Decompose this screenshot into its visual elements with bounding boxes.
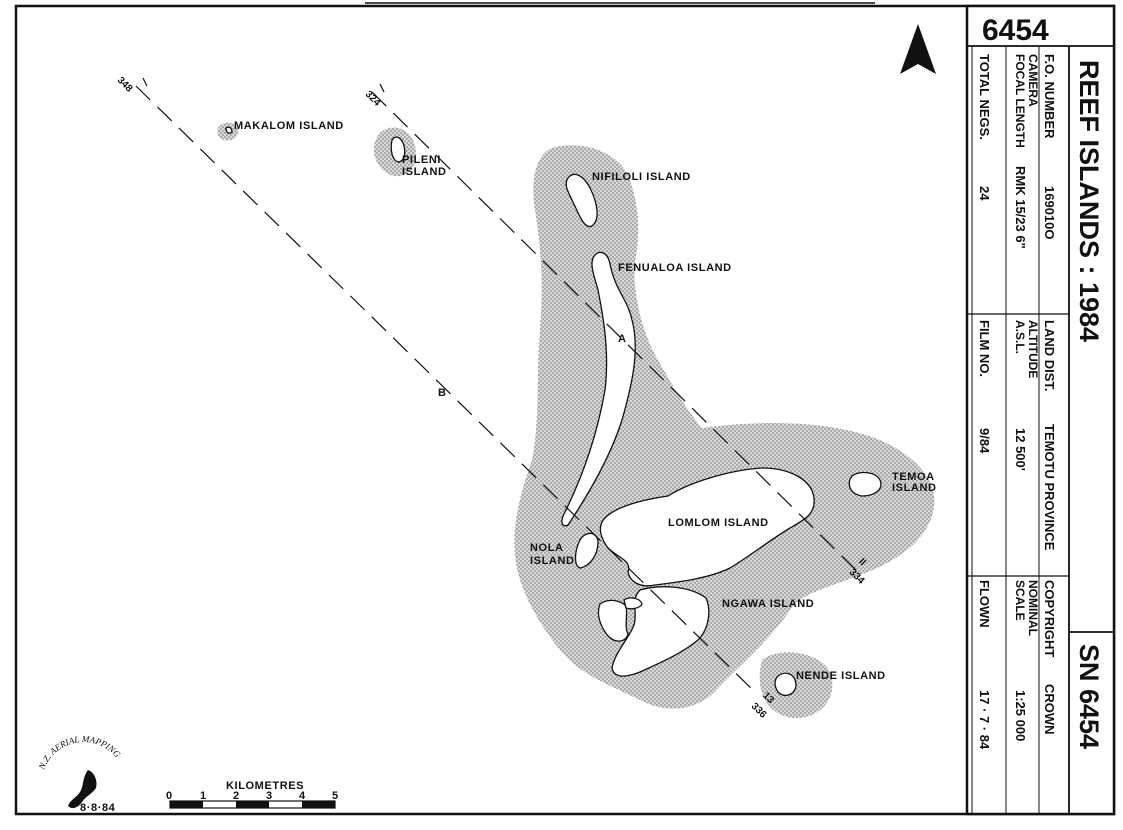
flight-line-b-start: 348 bbox=[115, 75, 135, 95]
label-makalom: MAKALOM ISLAND bbox=[234, 120, 344, 132]
nzam-stamp: N.Z. AERIAL MAPPING LTD 8·8·84 bbox=[0, 0, 124, 814]
scale-seg-5 bbox=[302, 801, 335, 808]
flight-line-b-end: 336 bbox=[749, 701, 769, 721]
label-fenualoa: FENUALOA ISLAND bbox=[618, 262, 732, 274]
scale-value: 1:25 000 bbox=[1013, 690, 1028, 741]
flight-line-a-start: 324 bbox=[363, 89, 383, 109]
stamp-date: 8·8·84 bbox=[80, 802, 116, 814]
tick-a-start bbox=[379, 83, 385, 93]
temoa-reef bbox=[840, 455, 925, 513]
scale-bar-title: KILOMETRES bbox=[226, 780, 304, 792]
flight-line-a-end-tick: II bbox=[856, 556, 868, 568]
sheet-title: REEF ISLANDS : 1984 bbox=[1074, 60, 1104, 342]
nola-shape bbox=[574, 532, 599, 569]
ngawa-islet-shape bbox=[597, 599, 629, 642]
flown-label: FLOWN bbox=[977, 580, 992, 628]
tick-b-start bbox=[142, 77, 148, 87]
camera-label: CAMERA bbox=[1026, 54, 1040, 107]
lomlom-shape bbox=[599, 467, 815, 587]
ngawa-shape bbox=[611, 586, 710, 677]
alt-label: ALTITUDE bbox=[1026, 320, 1040, 378]
focal-value: RMK 15/23 6" bbox=[1013, 166, 1028, 249]
land-value: TEMOTU PROVINCE bbox=[1042, 424, 1057, 551]
fenualoa-shape bbox=[561, 251, 636, 527]
sheet-code: SN 6454 bbox=[1074, 644, 1104, 749]
north-label: N bbox=[913, 66, 920, 77]
scale-tick-4: 4 bbox=[299, 790, 306, 802]
film-label: FILM NO. bbox=[977, 320, 992, 377]
ngawa-islet2-shape bbox=[623, 597, 643, 610]
scale-bar: KILOMETRES 0 1 2 3 4 5 bbox=[166, 780, 339, 809]
flight-line-a bbox=[371, 91, 861, 575]
info-panel: 6454 REEF ISLANDS : 1984 SN 6454 F.O. NU… bbox=[965, 4, 1116, 816]
info-panel-frame bbox=[965, 4, 1116, 816]
nende-shape bbox=[774, 672, 797, 697]
asl-label: A.S.L. bbox=[1013, 320, 1027, 354]
temoa-shape bbox=[848, 471, 882, 497]
island-labels: MAKALOM ISLAND PILENI ISLAND NIFILOLI IS… bbox=[234, 120, 937, 682]
nominal-label: NOMINAL bbox=[1026, 580, 1040, 636]
scale-tick-1: 1 bbox=[200, 790, 207, 802]
negs-value: 24 bbox=[977, 186, 992, 201]
label-nifiloli: NIFILOLI ISLAND bbox=[592, 171, 691, 183]
label-temoa-2: ISLAND bbox=[892, 482, 937, 494]
label-ngawa: NGAWA ISLAND bbox=[722, 598, 814, 610]
alt-value: 12 500' bbox=[1013, 428, 1028, 471]
label-lomlom: LOMLOM ISLAND bbox=[668, 517, 769, 529]
islands bbox=[225, 126, 882, 697]
stamp-text: N.Z. AERIAL MAPPING LTD bbox=[0, 0, 124, 772]
makalom-shape bbox=[225, 126, 233, 134]
pileni-shape bbox=[390, 136, 406, 163]
scale-tick-5: 5 bbox=[332, 790, 339, 802]
flown-value: 17 · 7 · 84 bbox=[977, 690, 992, 750]
land-label: LAND DIST. bbox=[1042, 320, 1057, 392]
scale-tick-3: 3 bbox=[266, 790, 273, 802]
label-pileni-2: ISLAND bbox=[402, 166, 447, 178]
copyright-label: COPYRIGHT bbox=[1042, 580, 1057, 657]
label-pileni-1: PILENI bbox=[402, 154, 441, 166]
focal-label: FOCAL LENGTH bbox=[1013, 54, 1027, 148]
label-nola-1: NOLA bbox=[530, 542, 564, 554]
fo-label: F.O. NUMBER bbox=[1042, 54, 1057, 139]
scale-tick-2: 2 bbox=[233, 790, 240, 802]
scale-seg-1 bbox=[170, 801, 203, 808]
copyright-value: CROWN bbox=[1042, 684, 1057, 735]
reef-areas bbox=[217, 122, 935, 719]
flight-line-b-label: B bbox=[438, 387, 447, 399]
negs-label: TOTAL NEGS. bbox=[977, 54, 992, 140]
main-reef bbox=[514, 145, 935, 709]
label-nende: NENDE ISLAND bbox=[796, 670, 886, 682]
scale-tick-0: 0 bbox=[166, 790, 173, 802]
flight-line-b bbox=[135, 85, 758, 695]
nifiloli-shape bbox=[565, 173, 598, 228]
film-value: 9/84 bbox=[977, 428, 992, 454]
label-nola-2: ISLAND bbox=[530, 555, 575, 567]
north-arrow: N bbox=[900, 24, 936, 77]
flight-line-a-label: A bbox=[618, 333, 627, 345]
fo-value: 169010O bbox=[1042, 186, 1057, 240]
north-arrow-icon bbox=[900, 24, 936, 74]
scale-seg-3 bbox=[236, 801, 269, 808]
scale-label: SCALE bbox=[1013, 580, 1027, 621]
flight-lines bbox=[135, 77, 861, 695]
sheet-number: 6454 bbox=[982, 14, 1049, 47]
nz-map-icon bbox=[68, 770, 97, 809]
label-temoa-1: TEMOA bbox=[892, 471, 935, 483]
